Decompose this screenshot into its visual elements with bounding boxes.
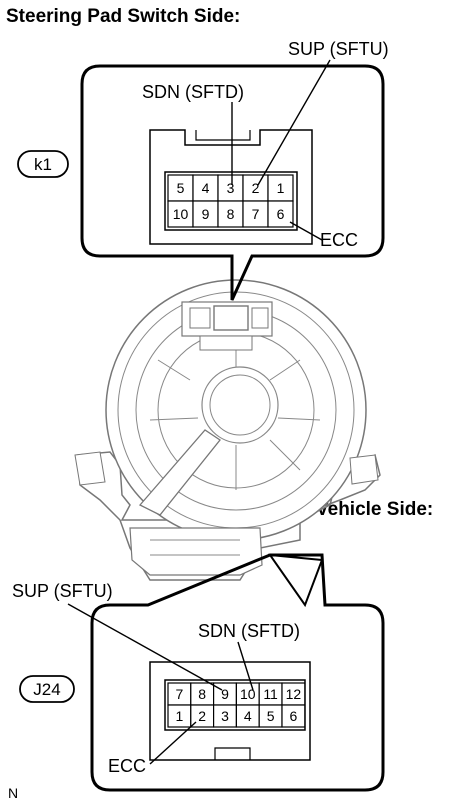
k1-connector-id: k1 (17, 150, 69, 178)
vehicle-connector-callout (90, 553, 385, 792)
k1-pin-number: 5 (177, 180, 185, 196)
steering-pad-connector-callout (80, 64, 385, 301)
k1-pin-number: 10 (173, 206, 189, 222)
k1-ecc-label: ECC (320, 230, 358, 250)
k1-sdn-label: SDN (SFTD) (142, 82, 244, 102)
j24-sdn-label: SDN (SFTD) (198, 621, 300, 641)
j24-sdn-leader (237, 641, 254, 691)
steering-side-title: Steering Pad Switch Side: (6, 6, 240, 27)
spiral-cable-body (74, 279, 381, 581)
j24-connector-id: J24 (19, 675, 75, 703)
j24-pin-number: 12 (286, 686, 302, 702)
j24-pin-number: 4 (244, 708, 252, 724)
k1-pin-cell (217, 174, 244, 202)
j24-sup-label: SUP (SFTU) (12, 581, 113, 601)
j24-pin-number: 11 (263, 686, 278, 702)
k1-pin-number: 2 (252, 180, 260, 196)
j24-pin-cell (281, 704, 306, 728)
j24-pin-number: 10 (240, 686, 256, 702)
j24-pin-number: 2 (198, 708, 206, 724)
j24-pin-number: 9 (221, 686, 229, 702)
k1-pin-cell (192, 174, 219, 202)
k1-pin-number: 3 (227, 180, 235, 196)
j24-pin-number: 6 (290, 708, 298, 724)
j24-pin-number: 3 (221, 708, 229, 724)
k1-sup-leader (257, 59, 331, 186)
k1-pin-number: 4 (202, 180, 210, 196)
k1-pin-cell (217, 200, 244, 228)
j24-ecc-label: ECC (108, 756, 146, 776)
k1-pin-number: 1 (277, 180, 285, 196)
k1-pin-number: 7 (252, 206, 260, 222)
svg-text:J24: J24 (33, 680, 60, 699)
j24-ecc-leader (149, 721, 197, 765)
k1-pin-number: 9 (202, 206, 210, 222)
k1-sup-label: SUP (SFTU) (288, 39, 389, 59)
k1-pin-cell (267, 200, 294, 228)
j24-pin-number: 8 (198, 686, 206, 702)
j24-pin-number: 5 (267, 708, 275, 724)
k1-pin-cell (267, 174, 294, 202)
k1-pin-grid: 5 4 3 2 1 10 9 8 7 6 (167, 174, 294, 228)
svg-text:k1: k1 (34, 155, 52, 174)
vehicle-side-title: Vehicle Side: (316, 499, 433, 520)
k1-pin-number: 6 (277, 206, 285, 222)
j24-pin-number: 7 (176, 686, 184, 702)
j24-sup-leader (67, 603, 223, 691)
k1-pin-number: 8 (227, 206, 235, 222)
k1-ecc-leader (289, 221, 323, 241)
corner-mark: N (8, 785, 18, 801)
j24-pin-number: 1 (176, 708, 184, 724)
